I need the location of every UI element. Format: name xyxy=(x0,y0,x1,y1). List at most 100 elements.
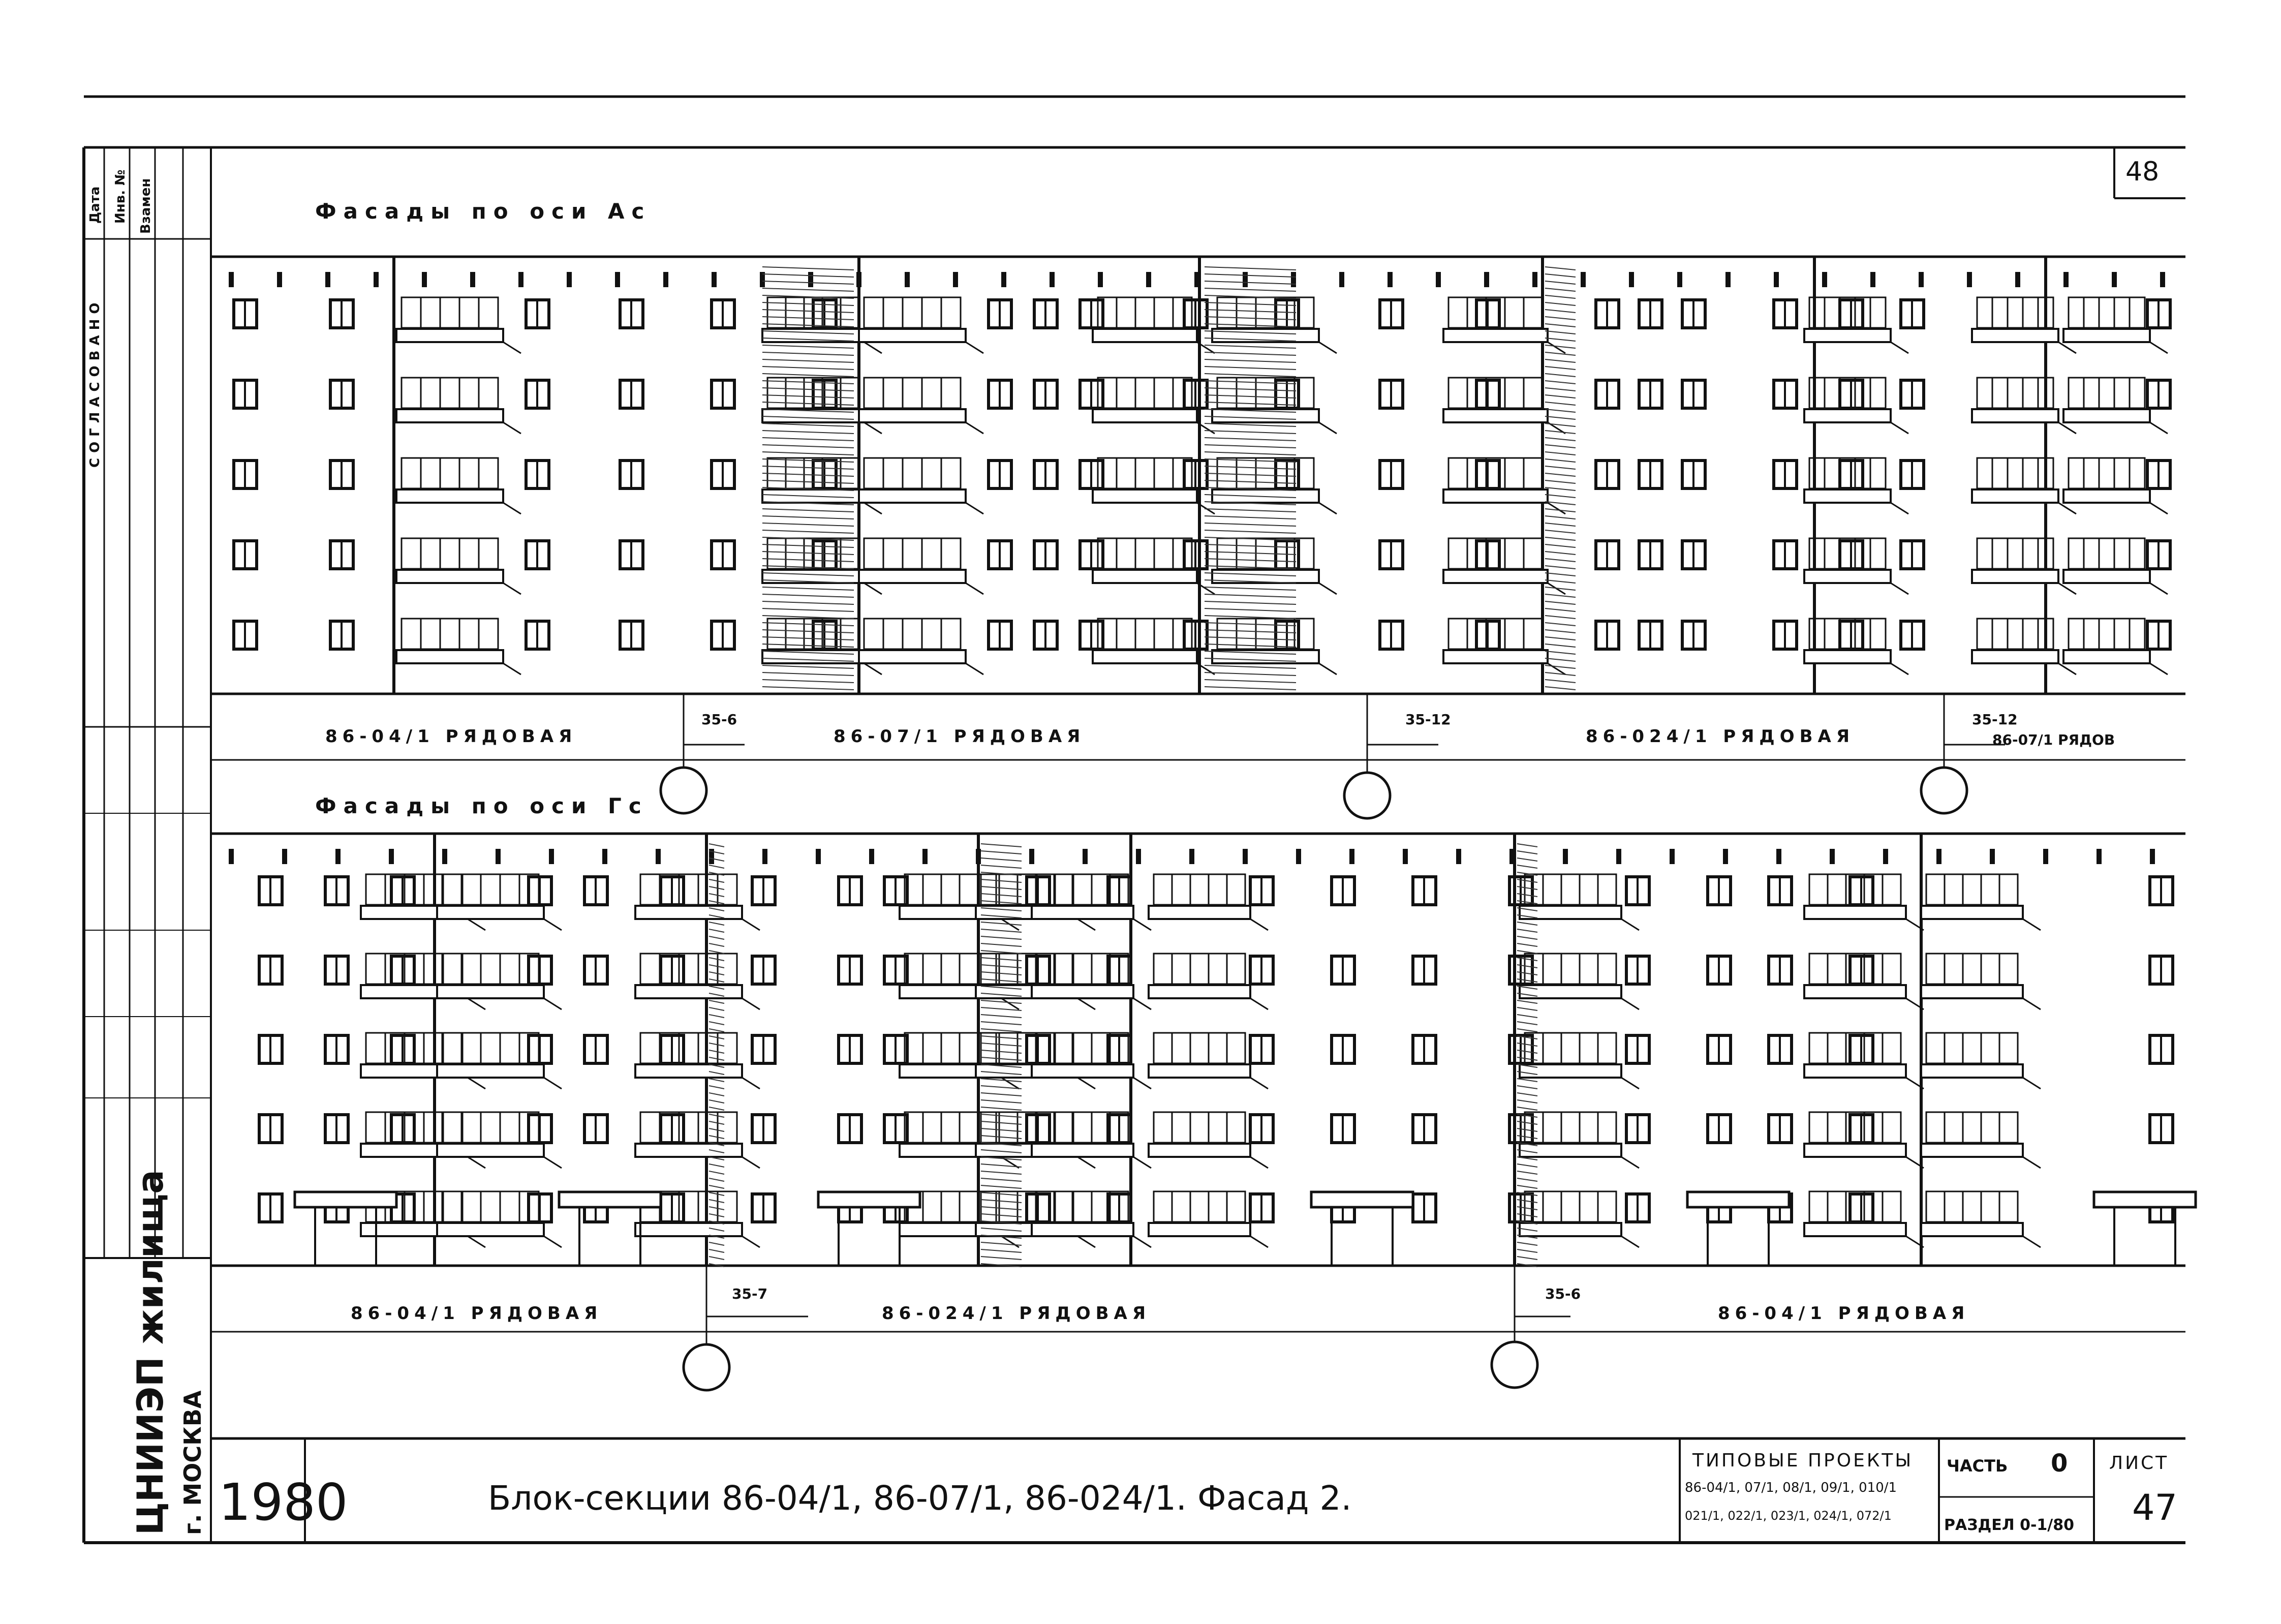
stair-hatch xyxy=(980,1149,1022,1153)
balcony-slab xyxy=(395,488,504,504)
balcony-slab xyxy=(1092,649,1198,664)
stair-hatch xyxy=(1545,359,1576,363)
balcony-shadow xyxy=(1133,1077,1152,1090)
balcony-shadow xyxy=(543,1156,562,1169)
stair-hatch xyxy=(1545,651,1576,655)
stair-hatch xyxy=(708,1185,725,1189)
stair-hatch xyxy=(762,330,854,334)
stair-hatch xyxy=(1517,900,1538,904)
balcony-shadow xyxy=(467,1156,486,1169)
balcony-shadow xyxy=(864,662,882,676)
balcony-door xyxy=(863,537,962,570)
stair-hatch xyxy=(762,387,854,391)
stair-hatch xyxy=(1517,1000,1538,1004)
stair-hatch xyxy=(1517,1014,1538,1018)
stair-hatch xyxy=(708,900,725,904)
roof-vent xyxy=(1291,272,1296,287)
stair-hatch xyxy=(1517,1099,1538,1104)
balcony-slab xyxy=(1031,1222,1134,1237)
balcony-door xyxy=(1524,1111,1617,1144)
stair-hatch xyxy=(1517,1213,1538,1217)
roof-vent xyxy=(374,272,379,287)
stair-hatch xyxy=(762,359,854,363)
balcony-shadow xyxy=(467,918,486,931)
stair-hatch xyxy=(980,1135,1022,1139)
balcony-shadow xyxy=(1905,1235,1924,1248)
stair-hatch xyxy=(708,1043,725,1047)
balcony-shadow xyxy=(503,421,521,435)
stair-hatch xyxy=(1545,323,1576,327)
stair-hatch xyxy=(1517,1007,1538,1011)
stair-hatch xyxy=(762,480,854,484)
stair-hatch xyxy=(1204,523,1297,527)
stair-hatch xyxy=(1204,565,1297,569)
sheet-title: Блок-секции 86-04/1, 86-07/1, 86-024/1. … xyxy=(488,1479,1351,1518)
stair-hatch xyxy=(1204,594,1297,598)
stair-hatch xyxy=(1517,1043,1538,1047)
porch-canopy xyxy=(2092,1190,2197,1209)
balcony-shadow xyxy=(1250,1077,1269,1090)
balcony-slab xyxy=(634,1063,743,1079)
balcony-door xyxy=(1447,457,1544,489)
stair-hatch xyxy=(980,1242,1022,1246)
stair-hatch xyxy=(1545,409,1576,413)
stair-hatch xyxy=(1204,530,1297,534)
roof-vent xyxy=(1532,272,1537,287)
stair-hatch xyxy=(980,957,1022,961)
joint-label-top-2: 35-12 xyxy=(1405,711,1451,728)
roof-vent xyxy=(808,272,813,287)
stair-hatch xyxy=(1204,302,1297,306)
balcony-slab xyxy=(1442,328,1549,343)
stair-hatch xyxy=(762,302,854,306)
stair-hatch xyxy=(980,1163,1022,1168)
balcony-shadow xyxy=(2022,918,2041,931)
stair-hatch xyxy=(762,466,854,470)
balcony-slab xyxy=(2062,408,2151,423)
stair-hatch xyxy=(1545,437,1576,441)
balcony-door xyxy=(400,457,499,489)
axis-marker xyxy=(682,1343,731,1392)
stair-hatch xyxy=(762,366,854,370)
roof-vent xyxy=(1677,272,1682,287)
sheet-year: 1980 xyxy=(219,1473,348,1532)
balcony-shadow xyxy=(503,582,521,595)
stair-hatch xyxy=(1517,1206,1538,1210)
balcony-slab xyxy=(858,408,967,423)
stair-hatch xyxy=(1545,380,1576,384)
stair-hatch xyxy=(762,565,854,569)
stair-hatch xyxy=(1545,288,1576,292)
stair-hatch xyxy=(1204,380,1297,384)
roof-vent xyxy=(953,272,958,287)
roof-vent xyxy=(442,849,447,864)
section-label-bottom-3: 86-04/1 РЯДОВАЯ xyxy=(1718,1303,1969,1324)
stair-hatch xyxy=(980,1263,1022,1267)
entrance-door xyxy=(578,1206,641,1267)
entrance-door xyxy=(1331,1206,1394,1267)
balcony-shadow xyxy=(1133,997,1152,1010)
stair-hatch xyxy=(708,914,725,918)
stair-hatch xyxy=(1545,523,1576,527)
stair-hatch xyxy=(708,971,725,975)
roof-vent xyxy=(325,272,330,287)
roof-vent xyxy=(277,272,282,287)
stair-hatch xyxy=(1517,1035,1538,1039)
balcony-slab xyxy=(1971,569,2059,584)
stair-hatch xyxy=(1204,466,1297,470)
stair-hatch xyxy=(762,266,854,270)
balcony-door xyxy=(1097,618,1193,650)
stair-hatch xyxy=(980,914,1022,918)
stair-hatch xyxy=(980,1206,1022,1210)
stair-hatch xyxy=(980,1199,1022,1203)
balcony-shadow xyxy=(1547,662,1566,676)
balcony-shadow xyxy=(467,1077,486,1090)
stair-hatch xyxy=(1517,936,1538,940)
stair-hatch xyxy=(1517,1021,1538,1025)
roof-vent xyxy=(1629,272,1634,287)
facade-elevation-bottom xyxy=(211,832,2197,1392)
stair-hatch xyxy=(980,1192,1022,1196)
entrance-door xyxy=(2113,1206,2176,1267)
balcony-door xyxy=(1808,1111,1902,1144)
roof-vent xyxy=(922,849,928,864)
balcony-slab xyxy=(1803,1143,1907,1158)
stair-hatch xyxy=(1204,273,1297,278)
